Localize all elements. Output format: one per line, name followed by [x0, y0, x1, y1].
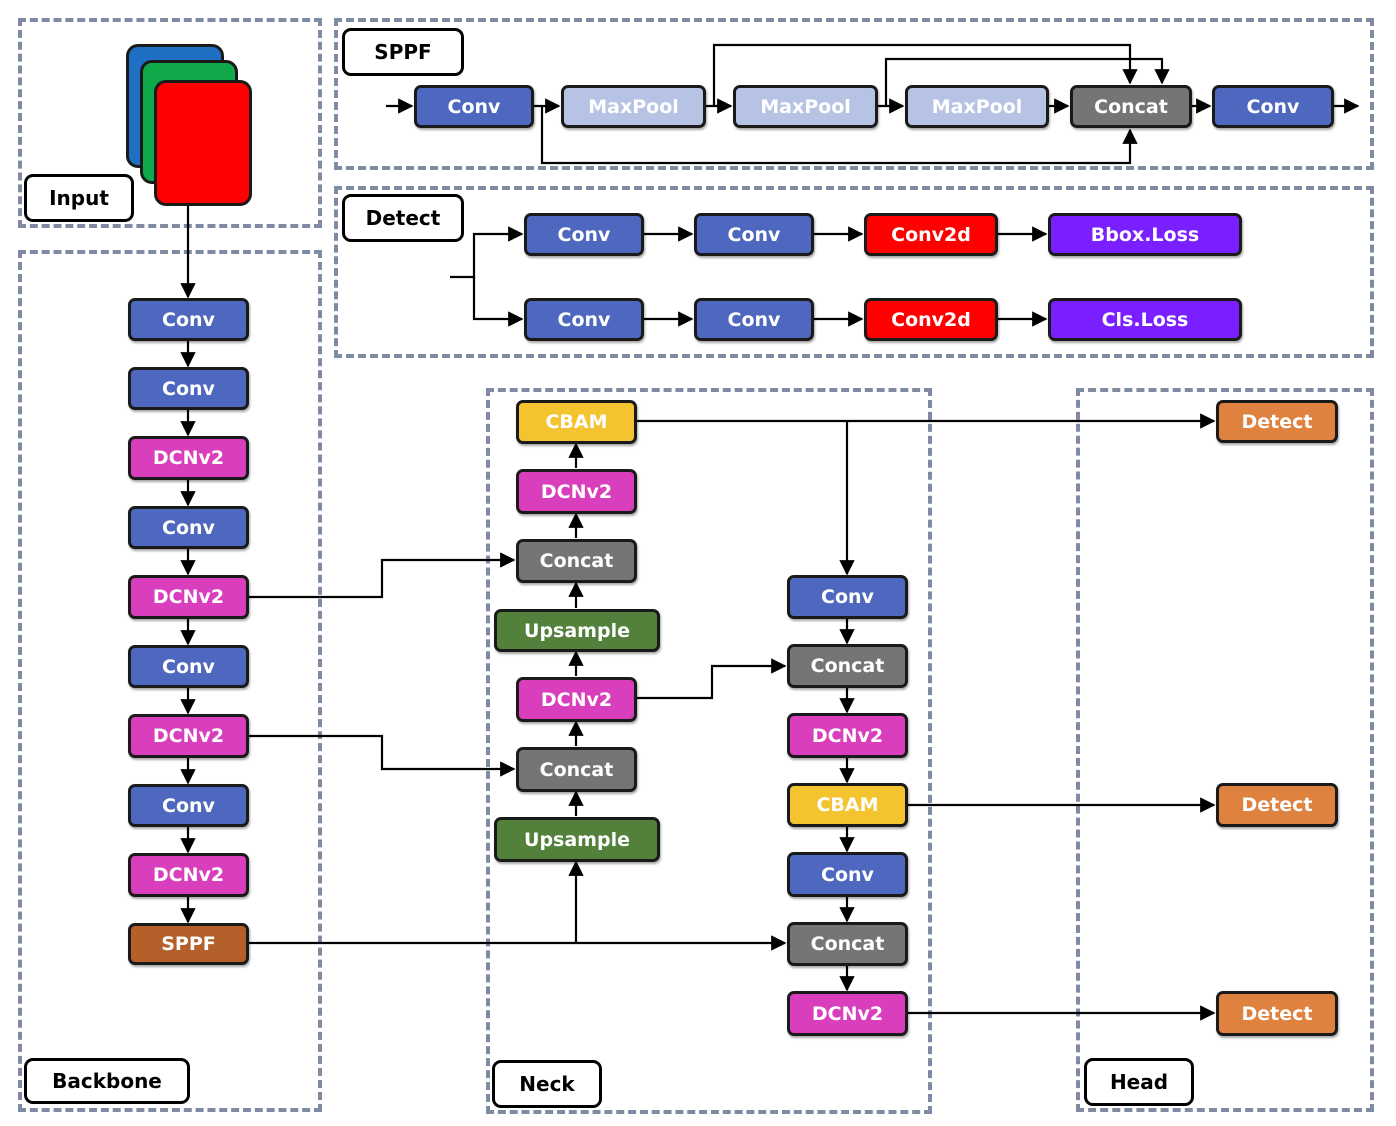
neck-conv-1: Conv: [787, 575, 908, 619]
detect-bbox-conv-2: Conv: [694, 213, 814, 256]
neck-conv-3: Conv: [787, 852, 908, 897]
neck-label: Neck: [492, 1060, 602, 1108]
neck-upsample-upper: Upsample: [494, 609, 660, 652]
sppf-group: [334, 18, 1374, 170]
neck-dcnv2-mid: DCNv2: [516, 677, 637, 722]
backbone-conv-2: Conv: [128, 367, 249, 410]
input-channel-red: [154, 80, 252, 206]
detect-cls-conv2d: Conv2d: [864, 298, 998, 341]
neck-group: [486, 388, 932, 1114]
neck-concat-2: Concat: [787, 644, 908, 688]
neck-upsample-lower: Upsample: [494, 817, 660, 862]
backbone-conv-4: Conv: [128, 645, 249, 688]
backbone-conv-5: Conv: [128, 784, 249, 827]
head-label: Head: [1084, 1058, 1194, 1106]
detect-cls-loss: Cls.Loss: [1048, 298, 1242, 341]
sppf-concat: Concat: [1070, 85, 1192, 128]
detect-group: [334, 186, 1374, 358]
neck-dcnv2-top: DCNv2: [516, 469, 637, 514]
neck-concat-3: Concat: [787, 922, 908, 966]
detect-bbox-conv2d: Conv2d: [864, 213, 998, 256]
sppf-maxpool-3: MaxPool: [905, 85, 1049, 128]
sppf-conv-out: Conv: [1212, 85, 1334, 128]
head-group: [1076, 388, 1374, 1112]
sppf-label: SPPF: [342, 28, 464, 76]
backbone-dcnv2-2: DCNv2: [128, 575, 249, 619]
backbone-group: [18, 250, 322, 1112]
neck-concat-upper: Concat: [516, 539, 637, 583]
head-detect-3: Detect: [1216, 991, 1338, 1036]
neck-concat-lower: Concat: [516, 747, 637, 792]
backbone-sppf: SPPF: [128, 923, 249, 965]
input-group: [18, 18, 322, 228]
detect-cls-conv-1: Conv: [524, 298, 644, 341]
input-label: Input: [24, 174, 134, 222]
detect-label: Detect: [342, 194, 464, 242]
detect-bbox-conv-1: Conv: [524, 213, 644, 256]
backbone-dcnv2-1: DCNv2: [128, 436, 249, 480]
backbone-dcnv2-4: DCNv2: [128, 853, 249, 897]
backbone-dcnv2-3: DCNv2: [128, 714, 249, 758]
head-detect-1: Detect: [1216, 400, 1338, 443]
head-detect-2: Detect: [1216, 783, 1338, 827]
backbone-label: Backbone: [24, 1058, 190, 1104]
sppf-conv-in: Conv: [414, 85, 534, 128]
backbone-conv-3: Conv: [128, 506, 249, 549]
sppf-maxpool-1: MaxPool: [561, 85, 706, 128]
backbone-conv-1: Conv: [128, 298, 249, 341]
neck-dcnv2-2: DCNv2: [787, 713, 908, 758]
neck-dcnv2-3: DCNv2: [787, 991, 908, 1036]
sppf-maxpool-2: MaxPool: [733, 85, 878, 128]
neck-cbam-top: CBAM: [516, 400, 637, 444]
detect-cls-conv-2: Conv: [694, 298, 814, 341]
detect-bbox-loss: Bbox.Loss: [1048, 213, 1242, 256]
neck-cbam-2: CBAM: [787, 783, 908, 827]
